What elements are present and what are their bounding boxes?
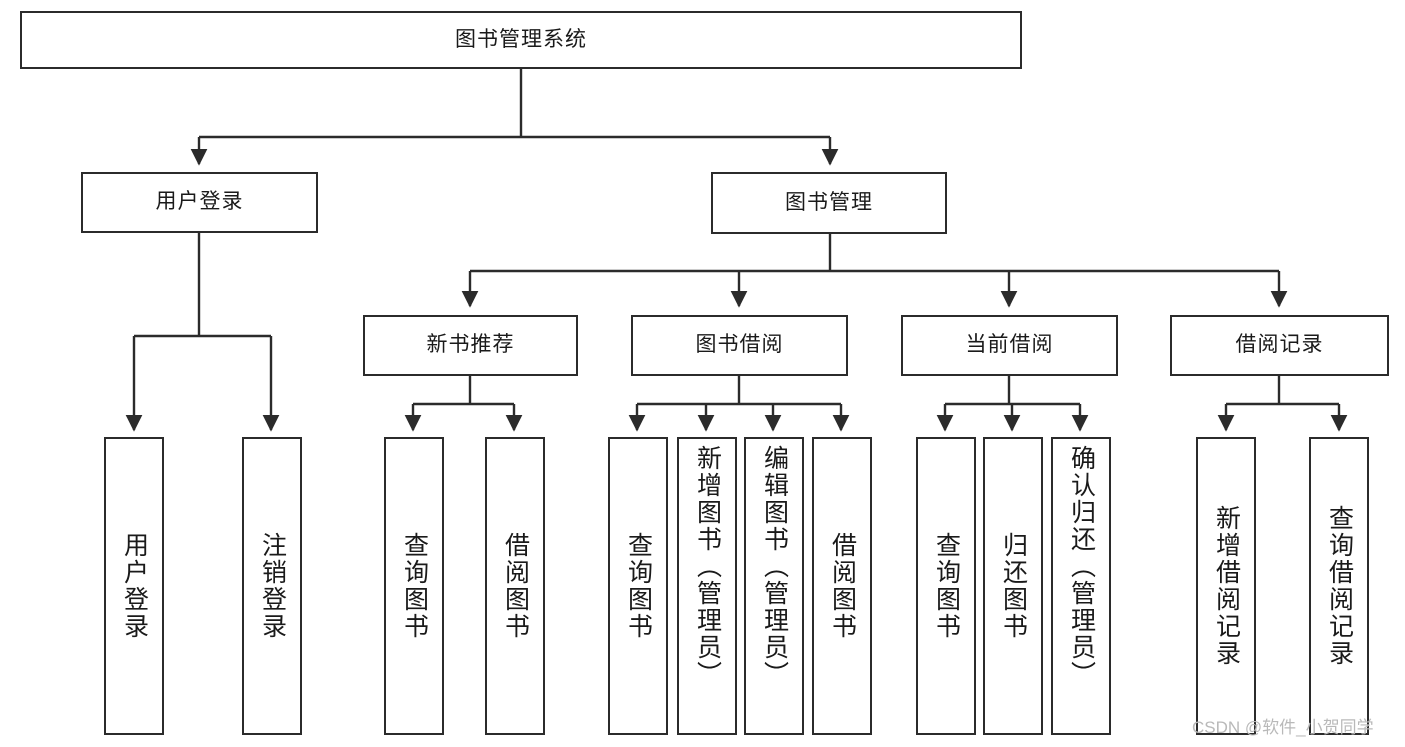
leaf-edit-book-admin-label: 编辑图书（管理员） <box>760 445 789 688</box>
leaf-query-book-current-label: 查询图书 <box>932 532 961 640</box>
node-book-management-label: 图书管理 <box>785 190 873 214</box>
leaf-borrow-book-newbook[interactable]: 借阅图书 <box>485 437 545 735</box>
node-user-login-label: 用户登录 <box>155 190 244 214</box>
leaf-add-borrow-record-label: 新增借阅记录 <box>1212 505 1241 667</box>
leaf-add-book-admin-label: 新增图书（管理员） <box>693 445 722 688</box>
leaf-logout-label: 注销登录 <box>258 532 287 640</box>
leaf-query-borrow-record[interactable]: 查询借阅记录 <box>1309 437 1369 735</box>
leaf-query-book-newbook-label: 查询图书 <box>400 532 429 640</box>
leaf-query-book-borrow[interactable]: 查询图书 <box>608 437 668 735</box>
node-borrow-records[interactable]: 借阅记录 <box>1170 315 1389 376</box>
node-new-book-recommend[interactable]: 新书推荐 <box>363 315 578 376</box>
leaf-borrow-book-label: 借阅图书 <box>828 532 857 640</box>
leaf-query-borrow-record-label: 查询借阅记录 <box>1325 505 1354 667</box>
leaf-query-book-newbook[interactable]: 查询图书 <box>384 437 444 735</box>
node-root-label: 图书管理系统 <box>455 27 587 51</box>
node-new-book-recommend-label: 新书推荐 <box>426 333 515 357</box>
leaf-add-borrow-record[interactable]: 新增借阅记录 <box>1196 437 1256 735</box>
leaf-logout[interactable]: 注销登录 <box>242 437 302 735</box>
leaf-edit-book-admin[interactable]: 编辑图书（管理员） <box>744 437 804 735</box>
leaf-borrow-book[interactable]: 借阅图书 <box>812 437 872 735</box>
node-borrow-records-label: 借阅记录 <box>1235 333 1324 357</box>
leaf-add-book-admin[interactable]: 新增图书（管理员） <box>677 437 737 735</box>
leaf-borrow-book-newbook-label: 借阅图书 <box>501 532 530 640</box>
leaf-query-book-borrow-label: 查询图书 <box>624 532 653 640</box>
leaf-return-book-label: 归还图书 <box>999 532 1028 640</box>
csdn-watermark: CSDN @软件_小贺同学 <box>1192 718 1374 737</box>
node-current-borrow[interactable]: 当前借阅 <box>901 315 1118 376</box>
leaf-confirm-return-admin-label: 确认归还（管理员） <box>1067 445 1096 688</box>
node-root[interactable]: 图书管理系统 <box>20 11 1022 69</box>
node-book-borrow[interactable]: 图书借阅 <box>631 315 848 376</box>
leaf-user-login-label: 用户登录 <box>120 532 149 640</box>
node-current-borrow-label: 当前借阅 <box>965 333 1054 357</box>
leaf-confirm-return-admin[interactable]: 确认归还（管理员） <box>1051 437 1111 735</box>
leaf-query-book-current[interactable]: 查询图书 <box>916 437 976 735</box>
leaf-return-book[interactable]: 归还图书 <box>983 437 1043 735</box>
leaf-user-login[interactable]: 用户登录 <box>104 437 164 735</box>
node-user-login[interactable]: 用户登录 <box>81 172 318 233</box>
node-book-borrow-label: 图书借阅 <box>695 333 784 357</box>
node-book-management[interactable]: 图书管理 <box>711 172 947 234</box>
